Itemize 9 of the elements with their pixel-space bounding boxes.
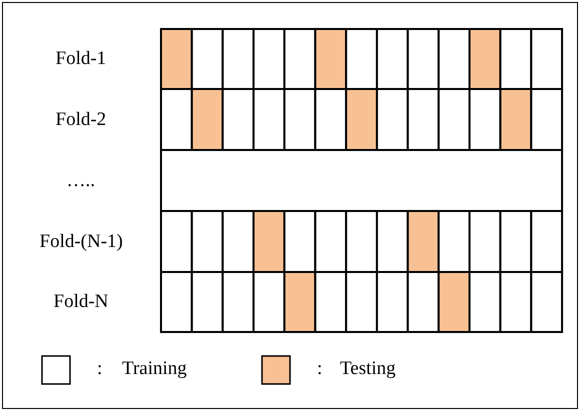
row-label: Fold-N [54, 291, 108, 313]
legend-label: Testing [340, 358, 396, 380]
row-label: ….. [66, 170, 95, 192]
row-label: Fold-(N-1) [40, 230, 123, 252]
legend-separator: : [97, 358, 102, 380]
legend-separator: : [317, 358, 322, 380]
legend-label: Training [122, 358, 187, 380]
row-label: Fold-2 [56, 108, 106, 130]
row-label: Fold-1 [56, 48, 106, 70]
